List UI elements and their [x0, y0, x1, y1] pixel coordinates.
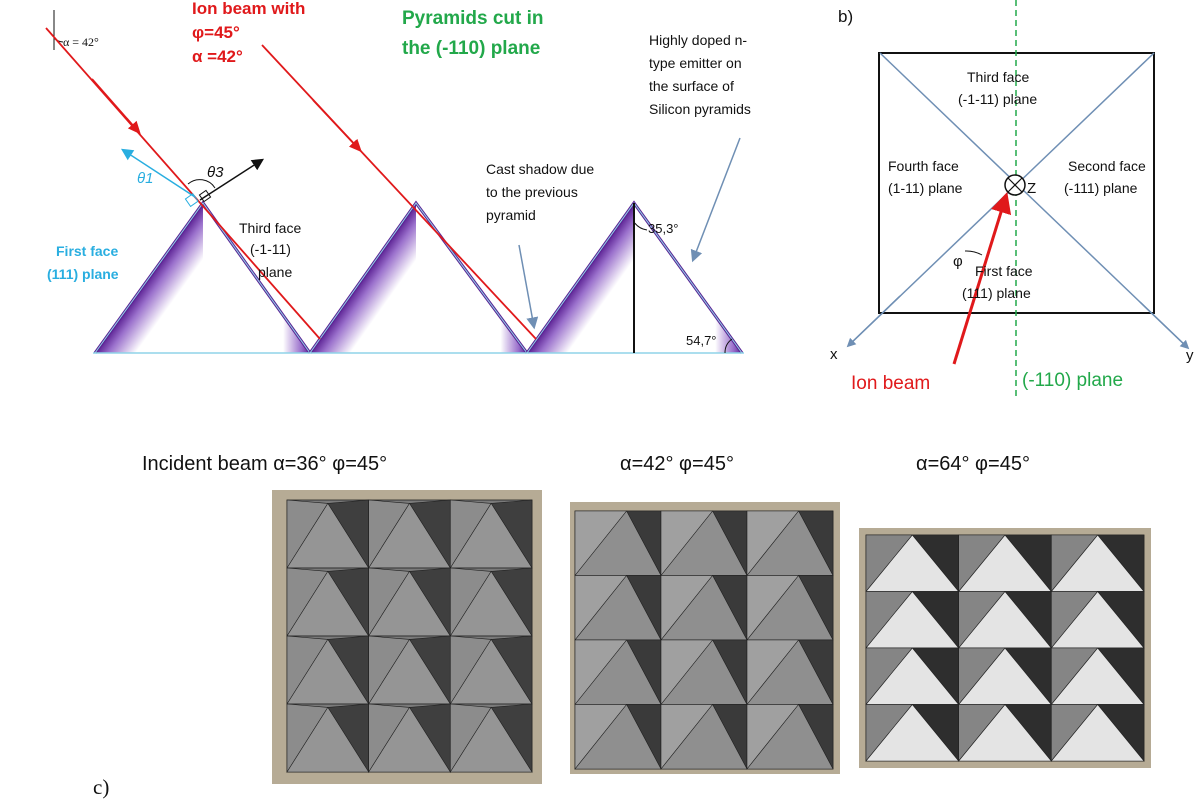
b-first-face-line-1: First face [975, 263, 1033, 279]
normal-first-face [120, 148, 196, 198]
b-second-face-line-2: (-111) plane [1064, 180, 1138, 196]
caption-64: α=64° φ=45° [916, 453, 1030, 475]
emitter-label-line-1: Highly doped n- [649, 32, 747, 48]
sample-alpha-36 [272, 490, 542, 784]
sample-alpha-42 [570, 502, 840, 774]
right-angle-black [198, 189, 212, 203]
pyramid-1 [93, 200, 312, 354]
pyramid-side-front [746, 703, 834, 770]
x-label: x [830, 346, 838, 363]
pyramid-2 [308, 200, 529, 354]
theta1-label: θ1 [137, 170, 153, 187]
b-fourth-face-line-2: (1-11) plane [888, 180, 963, 196]
pyramid-edge-cyan [309, 202, 528, 354]
shadow-label-line-1: Cast shadow due [486, 161, 594, 177]
pyramids-cut-label-line-1: Pyramids cut in [402, 8, 544, 29]
ion-beam-label-line-3: α =42° [192, 47, 243, 66]
emitter-pointer [690, 137, 741, 263]
pyramid-side-front [449, 706, 533, 773]
shadow-pointer [518, 244, 539, 330]
pyramid-side-front [1050, 704, 1145, 762]
pyramid-side-front [660, 703, 748, 770]
normal-third-face [199, 158, 265, 201]
b-second-face-line-1: Second face [1068, 158, 1146, 174]
panel-c-label: c) [93, 775, 109, 799]
caption-36: Incident beam α=36° φ=45° [142, 453, 387, 475]
panel-b-label: b) [838, 7, 853, 26]
pyramids-cut-label-line-2: the (-110) plane [402, 38, 540, 59]
shadow-label-line-3: pyramid [486, 207, 536, 223]
first-face-label-line-1: First face [56, 243, 118, 259]
alpha-label: α = 42° [63, 35, 99, 49]
third-face-label-line-1: Third face [239, 220, 301, 236]
panel-c: c) Incident beam α=36° φ=45° α=42° φ=45° α=… [93, 453, 1151, 799]
z-label: Z [1027, 180, 1036, 197]
pyramid-side-front [865, 704, 960, 762]
first-face-label-line-2: (111) plane [47, 266, 119, 282]
y-axis-arrow [1139, 301, 1190, 350]
ion-beam-label-line-1: Ion beam with [192, 0, 305, 18]
emitter-label-line-4: Silicon pyramids [649, 101, 751, 117]
ion-beam-1-arrow [91, 78, 141, 135]
sample-alpha-64 [859, 528, 1151, 768]
b-third-face-line-1: Third face [967, 69, 1029, 85]
ion-beam-arrow-top-view [952, 191, 1012, 365]
angle-base-label: 54,7° [686, 333, 717, 348]
theta3-arc [187, 179, 216, 189]
b-fourth-face-line-1: Fourth face [888, 158, 959, 174]
angle-arc-base [724, 338, 733, 354]
panel-a: 35,3° 54,7° α = 42° θ1 θ3 Ion beam with φ=45° α… [45, 0, 751, 354]
right-angle-cyan [184, 193, 199, 208]
pyramid-edge-cyan [94, 202, 311, 354]
pyramid-side-front [368, 706, 451, 773]
ion-beam-2 [261, 44, 537, 340]
angle-arc-top [633, 221, 648, 231]
third-face-label-line-3: plane [258, 264, 292, 280]
phi-label: φ [953, 253, 963, 270]
b-first-face-line-2: (111) plane [962, 285, 1031, 301]
ion-beam-label-b: Ion beam [851, 373, 930, 394]
pyramid-side-front [286, 706, 370, 773]
pyramid-side-front [574, 703, 662, 770]
theta3-label: θ3 [207, 164, 224, 181]
shadow-label-line-2: to the previous [486, 184, 578, 200]
y-label: y [1186, 347, 1194, 364]
diagonal-y [879, 52, 1189, 349]
z-axis-cross-2 [1007, 177, 1023, 193]
ion-beam-2-arrow [312, 99, 362, 153]
phi-arc [964, 250, 983, 256]
b-third-face-line-2: (-1-11) plane [958, 91, 1037, 107]
ion-beam-label-line-2: φ=45° [192, 23, 240, 42]
caption-42: α=42° φ=45° [620, 453, 734, 475]
third-face-label-line-2: (-1-11) [250, 241, 291, 257]
emitter-label-line-2: type emitter on [649, 55, 742, 71]
angle-top-label: 35,3° [648, 221, 679, 236]
x-axis-arrow [846, 295, 901, 348]
emitter-label-line-3: the surface of [649, 78, 734, 94]
plane-label-b: (-110) plane [1022, 370, 1123, 391]
pyramid-side-front [958, 704, 1052, 762]
